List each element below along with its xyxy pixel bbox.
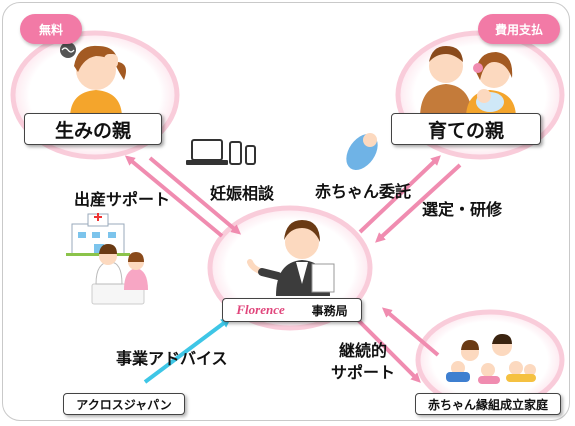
selection-training-label: 選定・研修 [422,200,503,219]
arrow-family-feedback [381,307,440,357]
paid-badge-label: 費用支払 [494,22,543,37]
birth-parent-label: 生みの親 [54,119,131,142]
arrow-continuous-support [348,310,421,383]
family-label: 赤ちゃん縁組成立家庭 [427,397,548,412]
birth-support-label: 出産サポート [74,190,171,209]
hospital-illustration [66,213,130,256]
adoptive-parents-illustration [420,46,516,118]
arrow-baby-entrust [358,155,441,234]
foster-parent-label: 育ての親 [427,119,504,142]
arrow-pregnancy-consult [148,156,242,235]
arrow-business-advice [143,317,232,384]
florence-logo: Florence [236,302,285,317]
arrow-selection-training [375,163,462,243]
pregnancy-consult-label: 妊娠相談 [210,184,275,203]
foster-parent-box: 育ての親 [391,113,541,145]
nurse-patient-illustration [91,244,148,305]
office-box: Florence 事務局 [222,298,362,322]
office-label: 事務局 [311,303,348,318]
paid-badge: 費用支払 [478,14,560,44]
arrow-birth-support [124,155,224,238]
worried-mother-illustration [60,42,126,118]
devices-illustration [186,139,256,165]
business-advice-label: 事業アドバイス [116,349,228,368]
partner-box: アクロスジャパン [63,393,185,415]
free-badge-label: 無料 [38,22,63,37]
baby-entrust-label: 赤ちゃん委託 [315,182,412,201]
birth-parent-box: 生みの親 [24,113,162,145]
continuous-support-line2: サポート [330,363,395,382]
arrows [124,155,462,384]
family-illustration [446,334,536,384]
office-staff-illustration [247,220,335,296]
partner-label: アクロスジャパン [76,397,172,412]
continuous-support-line1: 継続的 [338,341,387,360]
free-badge: 無料 [20,14,82,44]
baby-illustration [346,133,378,171]
continuous-support-label: 継続的 サポート [326,340,400,384]
family-box: 赤ちゃん縁組成立家庭 [415,393,561,415]
